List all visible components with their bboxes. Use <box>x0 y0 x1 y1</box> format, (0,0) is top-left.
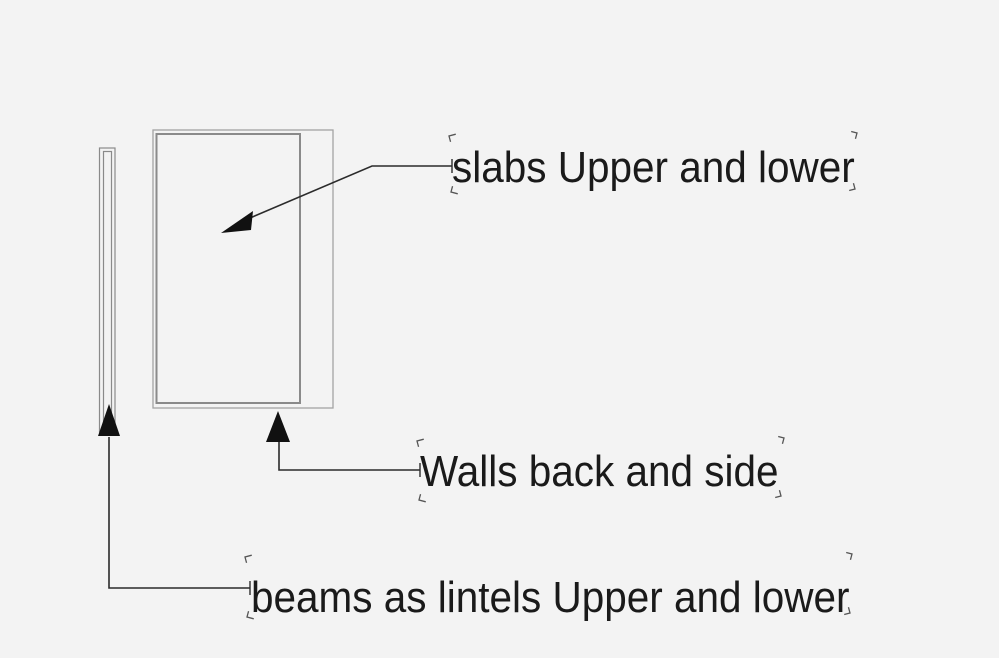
slabs-label: slabs Upper and lower <box>452 143 855 192</box>
leader-slabs-arrowhead <box>221 211 253 233</box>
beams-label: beams as lintels Upper and lower <box>251 573 850 622</box>
text-frame-marks-slabs <box>448 130 858 195</box>
walls-label: Walls back and side <box>420 447 779 496</box>
lintel-beam-outer-rect <box>98 147 116 433</box>
text-frame-marks-walls <box>416 435 785 503</box>
text-frame-mark <box>844 607 851 616</box>
leader-slabs-line <box>249 165 452 219</box>
leader-walls-arrowhead <box>266 411 290 442</box>
text-frame-mark <box>849 183 856 192</box>
text-frame-mark <box>416 438 424 447</box>
leader-beams-line <box>108 437 250 589</box>
text-frame-mark <box>775 490 782 499</box>
text-frame-mark <box>778 435 785 444</box>
text-frame-mark <box>851 130 858 139</box>
leader-beams-arrowhead <box>98 404 120 436</box>
text-frame-mark <box>246 611 254 620</box>
text-frame-mark <box>418 494 426 503</box>
text-frame-mark <box>846 551 853 560</box>
leader-slabs <box>221 159 453 233</box>
slab-panel-inner-rect <box>155 133 301 404</box>
text-frame-mark <box>244 554 252 563</box>
text-frame-mark <box>448 133 456 142</box>
leader-walls-line <box>278 441 420 471</box>
slab-panel-outer-rect <box>152 129 334 409</box>
leader-walls <box>266 411 421 477</box>
lintel-beam-inner-rect <box>102 150 113 430</box>
text-frame-mark <box>450 186 458 195</box>
leader-beams <box>98 404 251 595</box>
text-frame-marks-beams <box>244 551 853 620</box>
